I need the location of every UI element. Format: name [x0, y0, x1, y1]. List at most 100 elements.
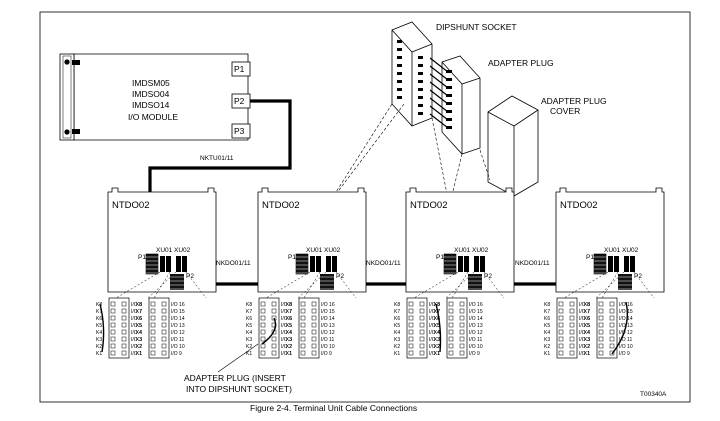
pin-square [598, 329, 604, 335]
pin-square [110, 322, 116, 328]
io-label: I/O 14 [469, 316, 483, 322]
p1-label: P1 [138, 254, 146, 261]
pin-square [121, 336, 127, 342]
pin-square [300, 301, 306, 307]
pin-square [161, 315, 167, 321]
adapter-plug-cover-icon [487, 95, 539, 197]
figure-caption: Figure 2-4. Terminal Unit Cable Connecti… [250, 403, 417, 413]
pin-square [271, 336, 277, 342]
p2-connector [468, 274, 482, 290]
io-label: I/O 1 [429, 351, 440, 357]
pin-square [311, 301, 317, 307]
pin-square [459, 329, 465, 335]
p1-label: P1 [586, 254, 594, 261]
pin-square [448, 308, 454, 314]
io-label: I/O 5 [429, 323, 440, 329]
pin-square [609, 322, 615, 328]
dip-socket [474, 256, 479, 272]
io-label: I/O 5 [579, 323, 590, 329]
k-label: K5 [394, 323, 400, 329]
pin-square [609, 301, 615, 307]
xu01-label: XU01 [306, 247, 323, 254]
k-label: K1 [584, 351, 590, 357]
pin-square [408, 343, 414, 349]
k-label: K4 [394, 330, 400, 336]
dipshunt-assembly: DIPSHUNT SOCKET ADAPTER PLUG ADAPTER PLU… [391, 21, 607, 197]
plug-pin-tip [446, 86, 452, 89]
pin-square [260, 329, 266, 335]
io-label: I/O 8 [131, 302, 142, 308]
pin-square [110, 308, 116, 314]
pin-square [300, 308, 306, 314]
io-label: I/O 1 [281, 351, 292, 357]
dip-socket [630, 256, 635, 272]
pin-square [569, 329, 575, 335]
io-label: I/O 9 [171, 351, 182, 357]
p2-connector [320, 274, 334, 290]
pin-square [311, 329, 317, 335]
io-label: I/O 15 [321, 309, 335, 315]
pin-square [569, 343, 575, 349]
io-label: I/O 13 [321, 323, 335, 329]
plug-pin-tip [446, 78, 452, 81]
p2-connector [170, 274, 184, 290]
socket-hole [397, 72, 402, 75]
plug-pin-tip [446, 118, 452, 121]
pin-square [121, 329, 127, 335]
io-label: I/O 10 [469, 344, 483, 350]
socket-hole [397, 64, 402, 67]
callout-line-2: INTO DIPSHUNT SOCKET) [186, 384, 292, 394]
pin-square [311, 315, 317, 321]
io-label: I/O 11 [619, 337, 632, 343]
io-label: I/O 10 [619, 344, 633, 350]
pin-square [558, 315, 564, 321]
pin-square [419, 315, 425, 321]
io-label: I/O 8 [281, 302, 292, 308]
io-label: I/O 11 [321, 337, 334, 343]
pin-square [609, 315, 615, 321]
pin-square [408, 336, 414, 342]
pin-square [569, 315, 575, 321]
k-label: K4 [544, 330, 550, 336]
k-label: K8 [584, 302, 590, 308]
io-label: I/O 2 [579, 344, 590, 350]
k-label: K8 [544, 302, 550, 308]
pin-square [271, 350, 277, 356]
pin-square [448, 322, 454, 328]
k-label: K1 [286, 351, 292, 357]
pin-square [448, 350, 454, 356]
socket-hole [397, 48, 402, 51]
k-label: K3 [286, 337, 292, 343]
plug-pin-tip [446, 126, 452, 129]
io-label: I/O 12 [321, 330, 335, 336]
io-label: I/O 3 [429, 337, 440, 343]
pin-square [598, 308, 604, 314]
k-label: K4 [136, 330, 142, 336]
adapter-plug-label: ADAPTER PLUG [488, 58, 554, 68]
io-label: I/O 11 [469, 337, 482, 343]
xu01-label: XU01 [604, 247, 621, 254]
pin-square [121, 322, 127, 328]
plug-pin [429, 105, 449, 121]
pin-square [448, 301, 454, 307]
pin-square [121, 343, 127, 349]
plug-pin [429, 97, 449, 113]
pin-square [260, 343, 266, 349]
cable-link3-label: NKDO01/11 [515, 260, 550, 267]
io-label: I/O 12 [171, 330, 185, 336]
k-label: K6 [136, 316, 142, 322]
xu01-label: XU01 [156, 247, 173, 254]
pin-square [161, 350, 167, 356]
k-label: K3 [246, 337, 252, 343]
socket-hole [418, 72, 423, 75]
io-label: I/O 10 [321, 344, 335, 350]
port-p3 [231, 123, 251, 139]
k-label: K3 [394, 337, 400, 343]
jumper-wire [611, 301, 629, 355]
k-label: K5 [246, 323, 252, 329]
socket-hole [418, 80, 423, 83]
pin-square [300, 336, 306, 342]
pin-square [260, 308, 266, 314]
